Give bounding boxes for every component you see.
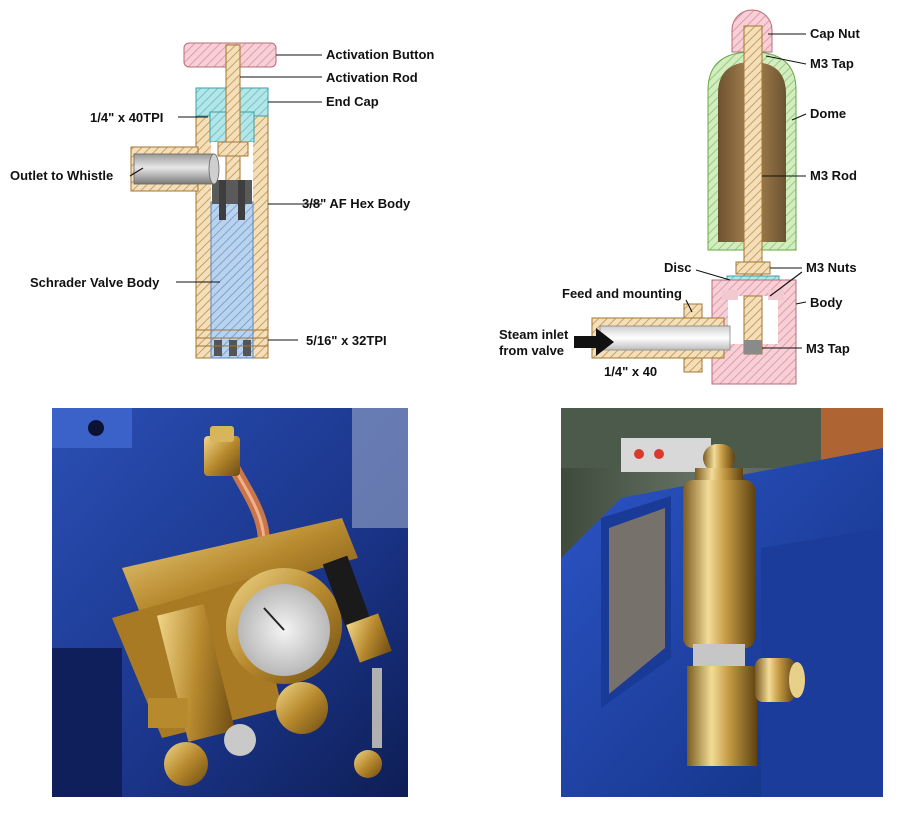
label-feed: Feed and mounting [562, 286, 682, 301]
label-dome: Dome [810, 106, 846, 121]
label-inlet-thread: 1/4" x 40 [604, 364, 657, 379]
label-schrader: Schrader Valve Body [30, 275, 160, 290]
label-steam-inlet-2: from valve [499, 343, 564, 358]
label-disc: Disc [664, 260, 691, 275]
photo-whistle [561, 408, 883, 797]
label-outlet: Outlet to Whistle [10, 168, 113, 183]
label-activation-rod: Activation Rod [326, 70, 418, 85]
m3-nuts-shape [735, 261, 771, 275]
valve-diagram: Activation Button Activation Rod End Cap… [10, 42, 434, 359]
steam-arrow-icon [574, 328, 614, 356]
label-cap-nut: Cap Nut [810, 26, 861, 41]
activation-rod-shape [225, 44, 241, 204]
label-m3-rod: M3 Rod [810, 168, 857, 183]
whistle-diagram: Cap Nut M3 Tap Dome M3 Rod Disc M3 Nuts … [499, 9, 861, 385]
label-m3-nuts: M3 Nuts [806, 260, 857, 275]
schrader-valve-shape [210, 201, 254, 359]
label-m3-tap-bottom: M3 Tap [806, 341, 850, 356]
label-activation-button: Activation Button [326, 47, 434, 62]
label-hex-body: 3/8" AF Hex Body [302, 196, 411, 211]
label-m3-tap-top: M3 Tap [810, 56, 854, 71]
label-steam-inlet-1: Steam inlet [499, 327, 569, 342]
label-thread-bottom: 5/16" x 32TPI [306, 333, 387, 348]
label-body: Body [810, 295, 843, 310]
label-end-cap: End Cap [326, 94, 379, 109]
photo-valve-assembly [52, 408, 408, 797]
label-thread-top: 1/4" x 40TPI [90, 110, 163, 125]
